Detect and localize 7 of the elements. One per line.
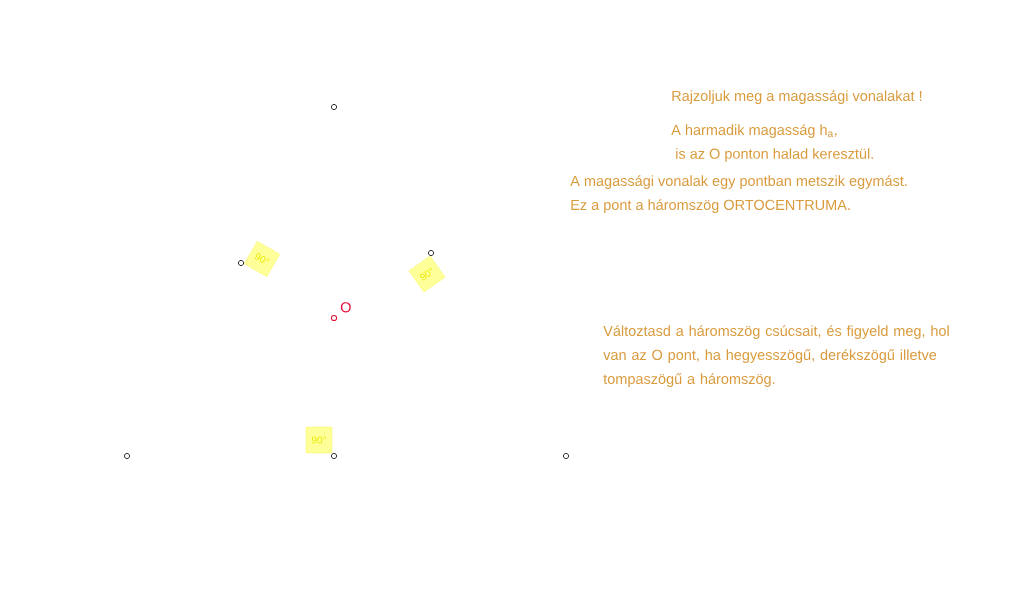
instruction-text: A magassági vonalak egy pontban metszik egymást.: [570, 175, 907, 189]
instruction-text: A harmadik magasság h$_{a}$,: [671, 124, 837, 138]
instruction-text: Ez a pont a háromszög ORTOCENTRUMA.: [571, 199, 850, 213]
instruction-text: Rajzoljuk meg a magassági vonalakat !: [672, 90, 922, 104]
instruction-text: Változtasd a háromszög csúcsait, és figyeld meg, hol van az O pont, ha hegyesszögű, derékszögű illetve tompaszögű a háromszög.: [603, 325, 949, 387]
point-label: O: [340, 302, 351, 313]
instruction-text: is az O ponton halad keresztül.: [676, 148, 873, 162]
